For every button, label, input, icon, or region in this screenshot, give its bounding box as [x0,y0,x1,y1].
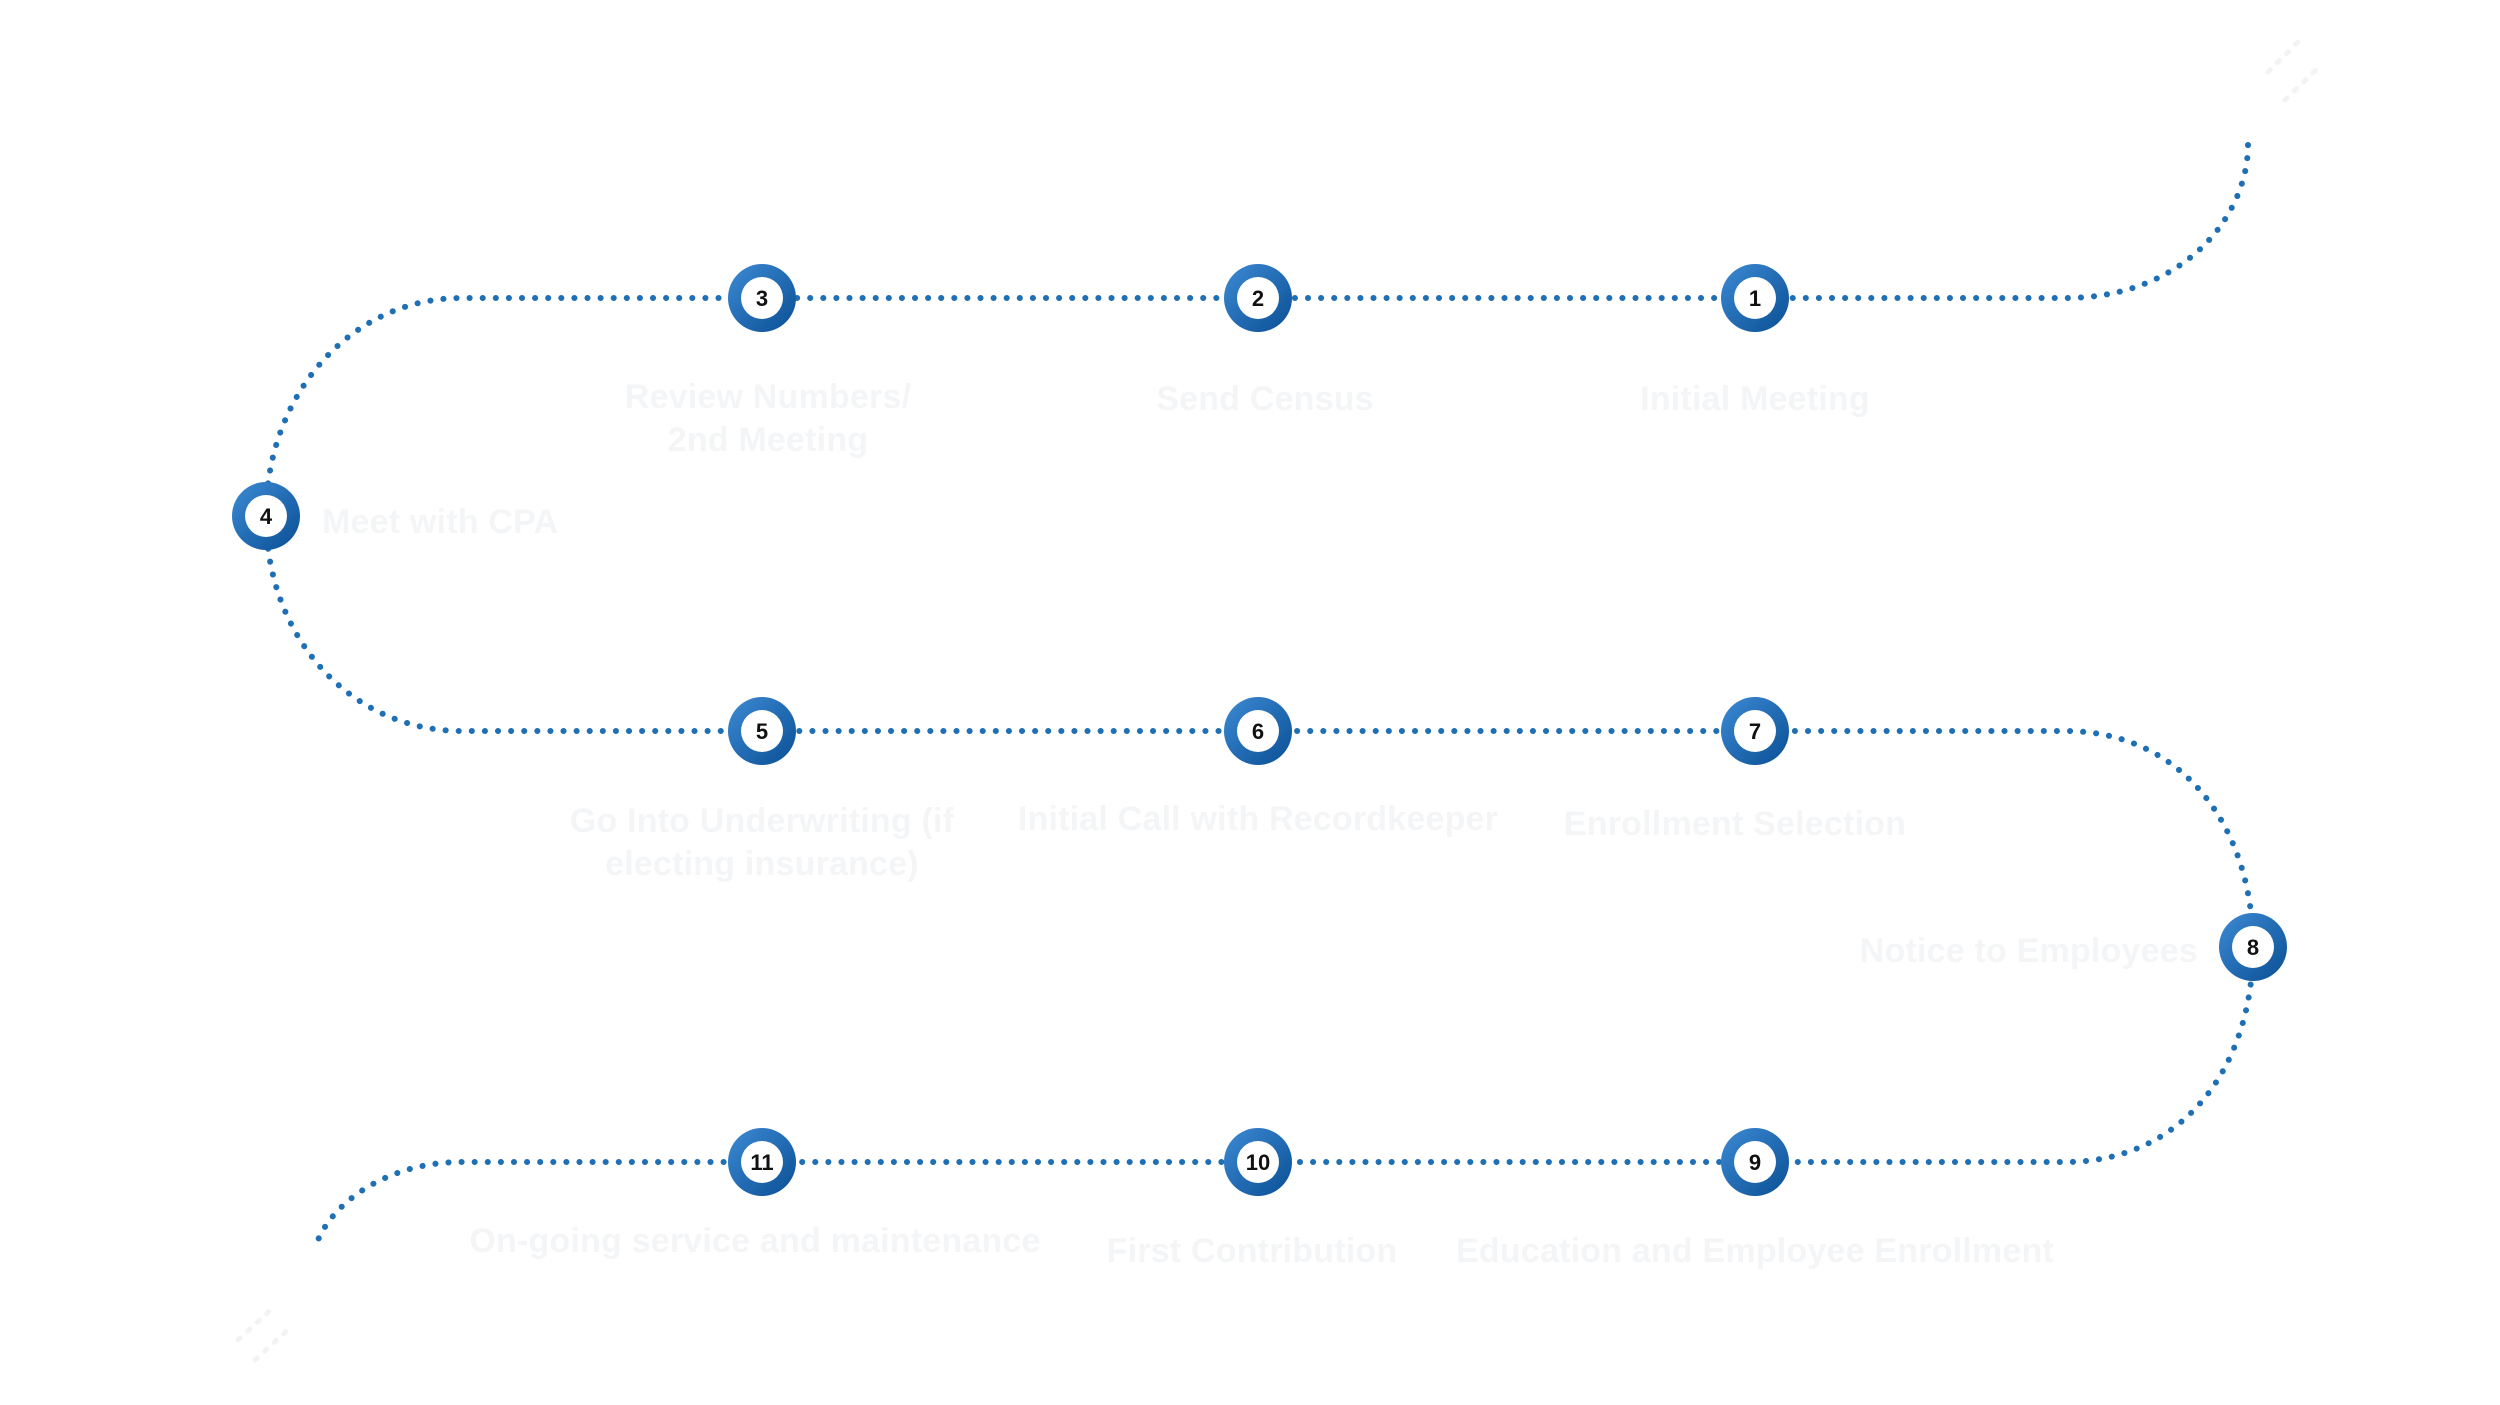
step-node-center [1237,277,1279,319]
step-label: Send Census [1156,380,1374,418]
step-label: Education and Employee Enrollment [1456,1232,2054,1270]
step-node-center [741,277,783,319]
step-number: 5 [756,719,768,744]
step-label: Enrollment Selection [1564,805,1906,843]
step-label: Initial Meeting [1640,380,1870,418]
step-5: 5 Go Into Underwriting (if electing insura… [570,697,955,883]
step-number: 2 [1252,286,1264,311]
step-number: 6 [1252,719,1264,744]
step-label: 2nd Meeting [668,421,869,459]
step-label: On-going service and maintenance [469,1222,1040,1260]
step-number: 7 [1749,719,1761,744]
step-node-center [1237,1141,1279,1183]
step-node-center [1734,1141,1776,1183]
step-node-center [1734,277,1776,319]
step-number: 3 [756,286,768,311]
step-node-center [245,495,287,537]
step-label: electing insurance) [605,845,919,883]
step-label: Review Numbers/ [625,378,912,416]
step-node-center [2232,926,2274,968]
step-number: 8 [2247,935,2259,960]
step-number: 11 [750,1150,773,1175]
step-node-center [1734,710,1776,752]
path-end-mark [235,1303,295,1363]
step-number: 4 [260,504,273,529]
path-start-mark [2265,37,2321,103]
step-number: 9 [1749,1150,1761,1175]
step-number: 1 [1749,286,1761,311]
step-label: Go Into Underwriting (if [570,802,955,840]
step-label: Notice to Employees [1860,932,2198,970]
step-4: 4 Meet with CPA [232,482,558,550]
step-label: Initial Call with Recordkeeper [1018,800,1498,838]
process-route [262,142,2257,1243]
step-label: First Contribution [1107,1232,1398,1270]
step-8: 8 Notice to Employees [1860,913,2287,981]
step-node-center [741,710,783,752]
step-node-center [741,1141,783,1183]
step-label: Meet with CPA [322,503,558,541]
step-number: 10 [1246,1150,1270,1175]
step-node-center [1237,710,1279,752]
